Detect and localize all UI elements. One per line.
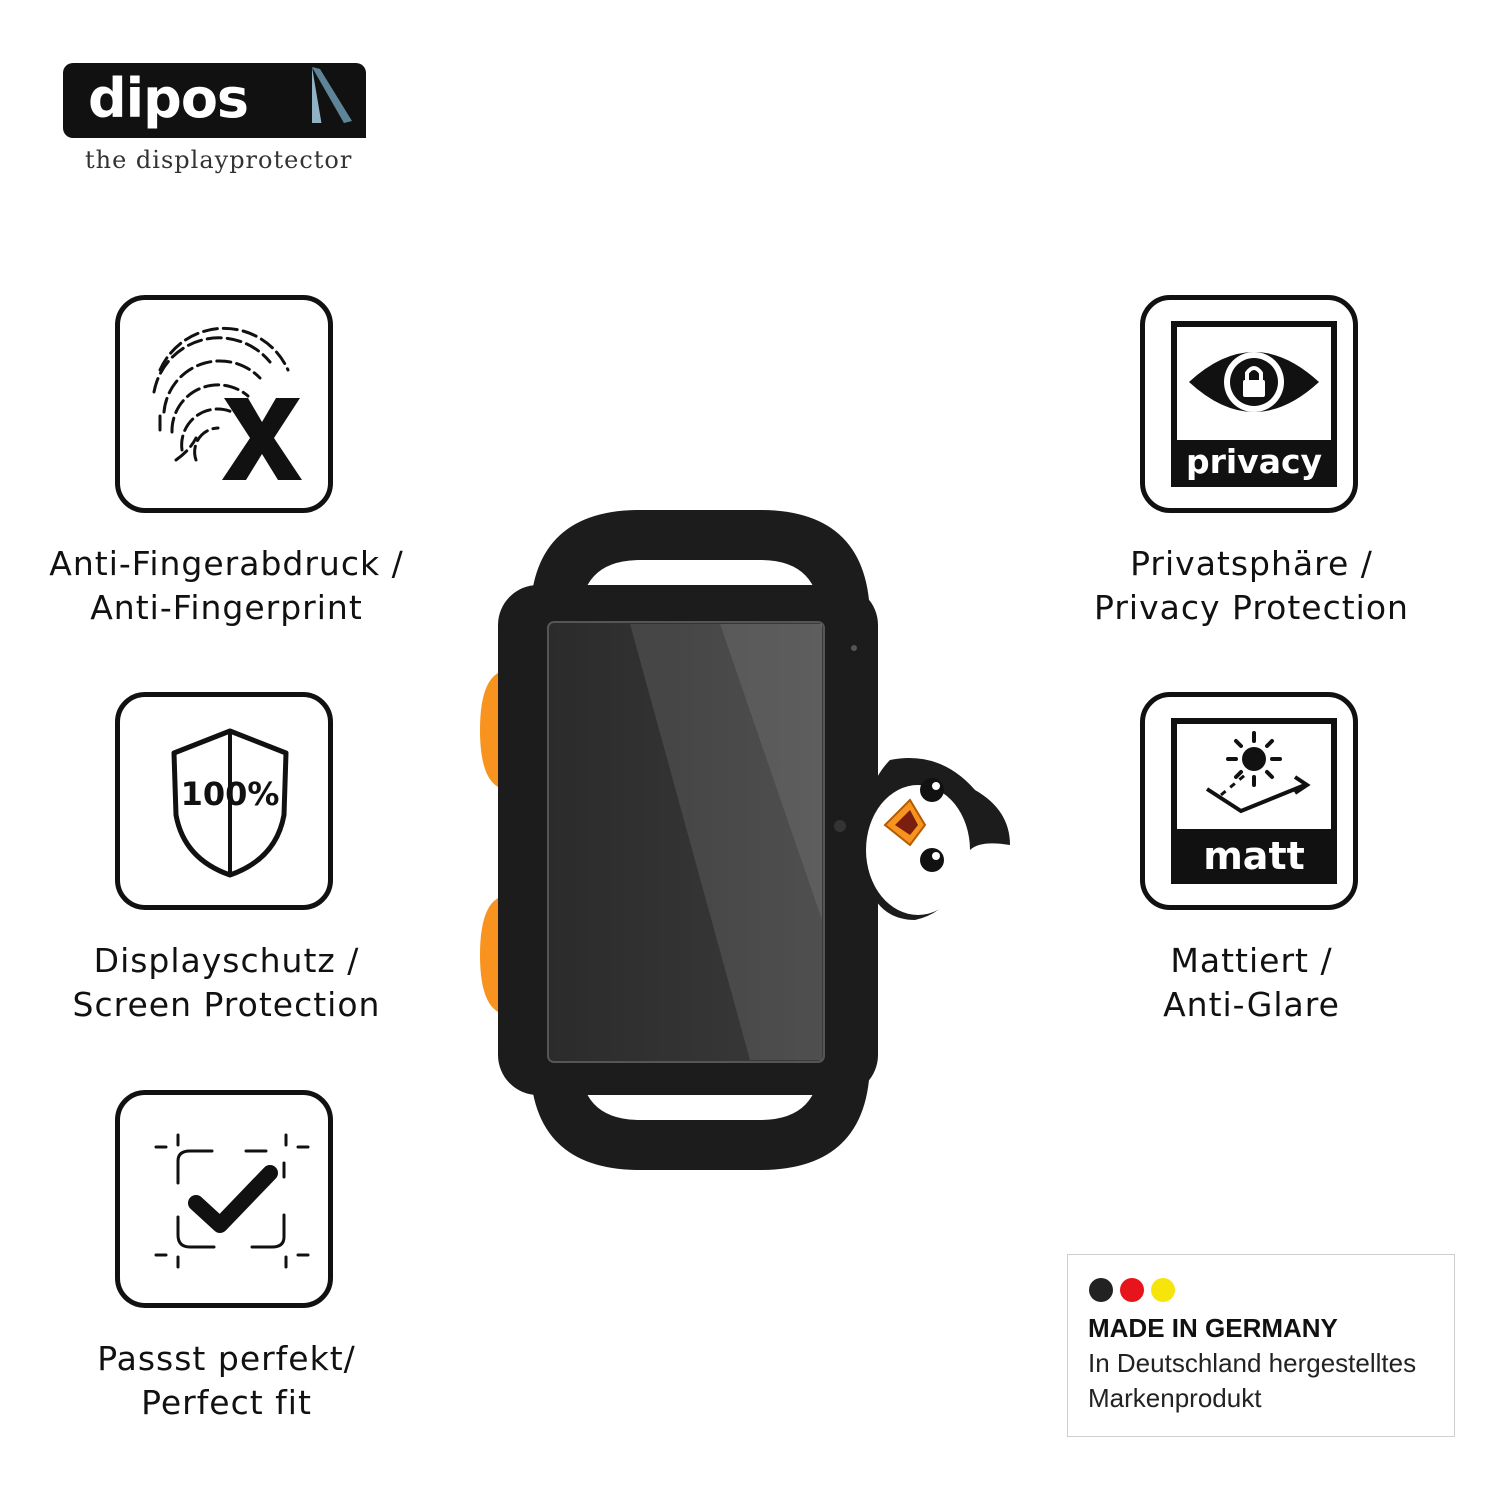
shield-100-icon: 100% [171, 728, 289, 878]
screen-protection-label: Displayschutz / Screen Protection [30, 939, 423, 1027]
made-in-germany-title: MADE IN GERMANY [1088, 1313, 1338, 1343]
flag-dot-gold [1151, 1278, 1175, 1302]
check-frame-icon [154, 1133, 310, 1269]
tablet-screen [547, 621, 825, 1063]
anti-fingerprint-label-de: Anti-Fingerabdruck / [49, 544, 404, 583]
screen-protection-box: 100% [115, 692, 333, 910]
screen-protection-label-en: Screen Protection [72, 985, 381, 1024]
fingerprint-x-icon [152, 326, 302, 480]
anti-fingerprint-label-en: Anti-Fingerprint [90, 588, 363, 627]
penguin-head [861, 758, 1010, 920]
bottom-handle [530, 1060, 870, 1170]
privacy-label: Privatsphäre / Privacy Protection [1055, 542, 1448, 630]
brand-tagline: the displayprotector [85, 146, 353, 174]
matte-label-en: Anti-Glare [1163, 985, 1340, 1024]
privacy-label-en: Privacy Protection [1094, 588, 1409, 627]
matte-box: matt [1140, 692, 1358, 910]
matte-label-de: Mattiert / [1170, 941, 1333, 980]
privacy-box: privacy [1140, 295, 1358, 513]
shield-badge: 100% [181, 775, 280, 813]
eye-lock-icon: privacy [1171, 321, 1337, 487]
anti-fingerprint-label: Anti-Fingerabdruck / Anti-Fingerprint [30, 542, 423, 630]
made-in-germany-line1: In Deutschland hergestelltes [1088, 1348, 1417, 1378]
anti-fingerprint-box [115, 295, 333, 513]
sun-reflection-icon: matt [1171, 718, 1337, 884]
brand-name: dipos [88, 67, 249, 130]
flag-dot-red [1120, 1278, 1144, 1302]
flag-dot-black [1089, 1278, 1113, 1302]
privacy-label-de: Privatsphäre / [1130, 544, 1373, 583]
perfect-fit-label: Passst perfekt/ Perfect fit [30, 1337, 423, 1425]
page-curl-icon [312, 67, 366, 138]
perfect-fit-box [115, 1090, 333, 1308]
made-in-germany-line2: Markenprodukt [1088, 1383, 1262, 1413]
perfect-fit-label-de: Passst perfekt/ [97, 1339, 356, 1378]
top-handle [530, 510, 870, 620]
perfect-fit-label-en: Perfect fit [141, 1383, 312, 1422]
penguin-tablet-image [480, 510, 1010, 1170]
matte-label: Mattiert / Anti-Glare [1055, 939, 1448, 1027]
privacy-badge: privacy [1186, 442, 1322, 481]
screen-protection-label-de: Displayschutz / [93, 941, 360, 980]
matte-badge: matt [1203, 834, 1305, 878]
